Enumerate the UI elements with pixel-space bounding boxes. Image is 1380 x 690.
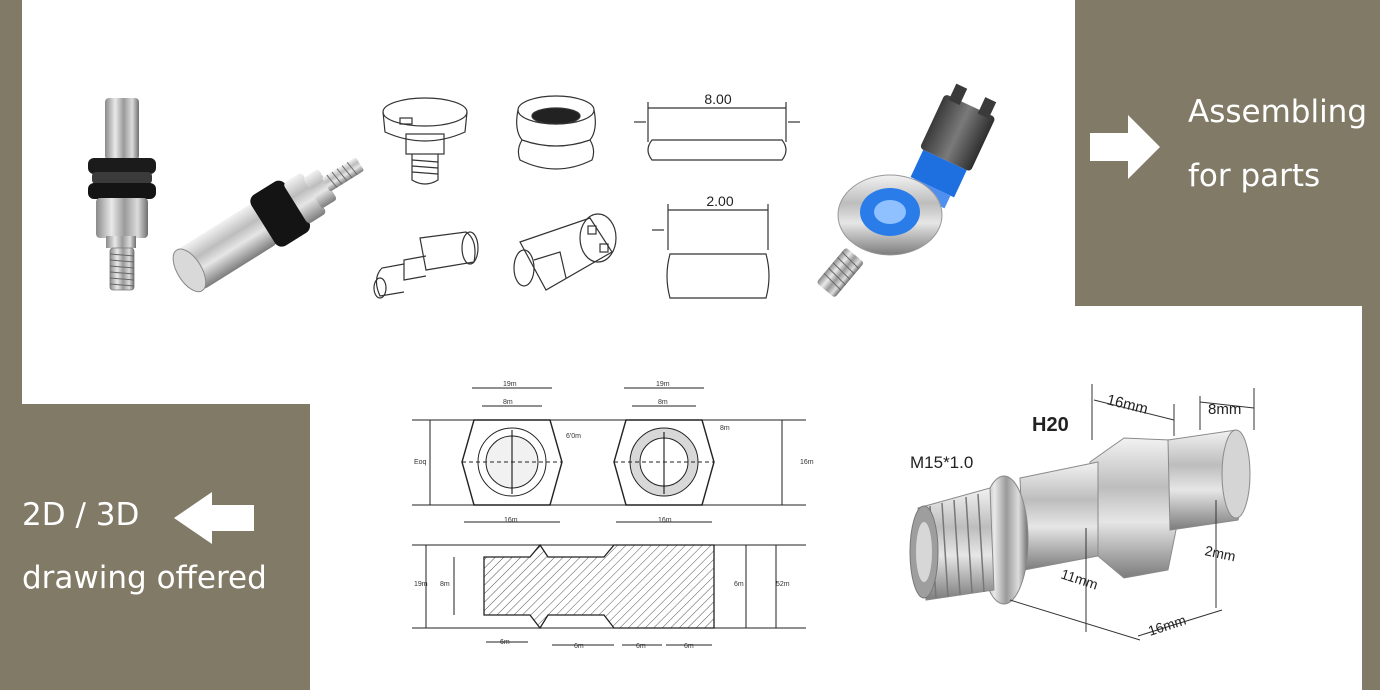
svg-text:Eoq: Eoq — [414, 459, 427, 466]
dim-16mm-bottom: 16mm — [1146, 612, 1188, 639]
thread-label: M15*1.0 — [910, 453, 973, 472]
svg-text:16m: 16m — [800, 459, 814, 466]
drawing-caption-line2: drawing offered — [22, 560, 267, 596]
svg-text:19m: 19m — [503, 381, 517, 388]
drawing-banner — [0, 404, 310, 690]
stud-photo-diagonal — [172, 157, 364, 293]
exploded-assembly-render — [817, 83, 997, 297]
svg-text:6m: 6m — [636, 643, 646, 650]
svg-text:6m: 6m — [500, 639, 510, 646]
sketch-slotted-sleeve — [513, 213, 617, 291]
pin-long-dimension: 8.00 — [704, 91, 731, 107]
arrow-left-icon — [174, 492, 254, 544]
svg-text:8m: 8m — [440, 581, 450, 588]
svg-text:16m: 16m — [658, 517, 672, 524]
svg-text:8m: 8m — [658, 399, 668, 406]
svg-text:19m: 19m — [414, 581, 428, 588]
pin-short-dimension: 2.00 — [706, 193, 733, 209]
stud-photo-vertical — [88, 98, 156, 291]
svg-text:19m: 19m — [656, 381, 670, 388]
sketch-pin-short — [652, 204, 770, 299]
engineering-drawing-2d — [412, 387, 806, 646]
render-title: H20 — [1032, 414, 1069, 436]
svg-text:16m: 16m — [504, 517, 518, 524]
svg-text:6m: 6m — [734, 581, 744, 588]
sketch-bushing — [516, 95, 596, 170]
svg-text:6m: 6m — [684, 643, 694, 650]
assembling-caption-line2: for parts — [1188, 158, 1321, 194]
svg-text:6m: 6m — [574, 643, 584, 650]
dim-2mm: 2mm — [1203, 542, 1237, 564]
drawing-caption-line1: 2D / 3D — [22, 497, 140, 533]
left-frame-strip — [0, 0, 22, 404]
sketch-pin-long — [634, 102, 800, 161]
svg-text:8m: 8m — [503, 399, 513, 406]
sketch-shaft — [373, 231, 479, 299]
arrow-right-icon — [1090, 115, 1160, 179]
sketch-flanged-bolt — [382, 97, 468, 185]
drawing-dimension-marks: 19m 8m 6'0m Eoq 16m 19m 8m 8m 16m 16m 19m 8m 6m… — [414, 381, 814, 650]
right-frame-strip — [1362, 306, 1380, 690]
dim-11mm: 11mm — [1059, 566, 1100, 593]
dim-16mm-top: 16mm — [1105, 391, 1150, 418]
dim-8mm: 8mm — [1208, 401, 1241, 418]
svg-text:6'0m: 6'0m — [566, 433, 581, 440]
assembling-caption-line1: Assembling — [1188, 94, 1368, 130]
svg-text:52m: 52m — [776, 581, 790, 588]
stud-3d-render: H20 M15*1.0 16mm 8mm 11mm 2mm 16mm — [909, 384, 1255, 641]
svg-text:8m: 8m — [720, 425, 730, 432]
